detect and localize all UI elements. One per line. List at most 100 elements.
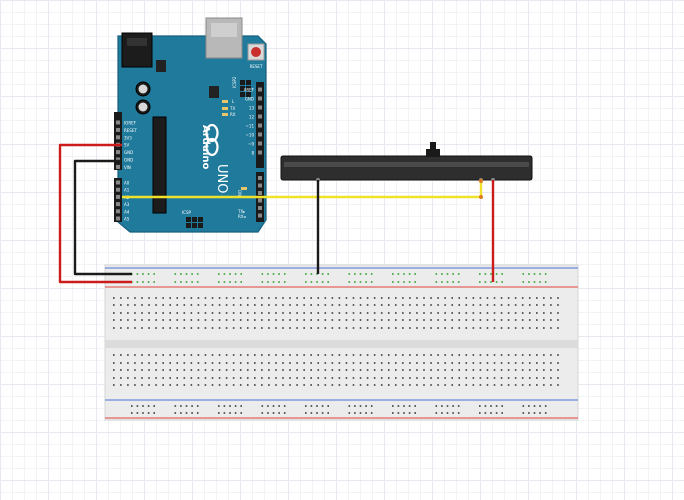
terminal-hole xyxy=(246,362,249,364)
terminal-hole xyxy=(557,297,559,299)
rail-hole xyxy=(191,281,193,283)
breadboard xyxy=(104,264,579,421)
terminal-hole xyxy=(113,304,115,306)
slider-knob[interactable] xyxy=(426,149,440,157)
terminal-hole xyxy=(352,369,355,371)
terminal-hole xyxy=(437,377,439,379)
rail-hole xyxy=(240,273,242,275)
terminal-hole xyxy=(380,304,383,306)
terminal-hole xyxy=(324,362,327,364)
rail-hole xyxy=(196,281,199,283)
rail-hole xyxy=(180,405,182,407)
digital-pin-label: 8 xyxy=(251,151,254,156)
digital-pin xyxy=(258,105,262,110)
terminal-hole xyxy=(557,327,559,329)
rail-hole xyxy=(240,405,242,407)
terminal-hole xyxy=(409,362,411,364)
terminal-hole xyxy=(472,354,475,356)
terminal-hole xyxy=(486,319,489,321)
terminal-hole xyxy=(268,297,270,299)
rail-hole xyxy=(191,412,193,414)
led-tx-label: TX xyxy=(229,106,235,111)
rail-hole xyxy=(544,405,547,407)
terminal-hole xyxy=(289,384,291,386)
terminal-hole xyxy=(310,362,312,364)
terminal-hole xyxy=(536,354,538,356)
terminal-hole xyxy=(514,377,517,379)
rail-hole xyxy=(272,412,275,414)
terminal-hole xyxy=(232,384,235,386)
terminal-hole xyxy=(550,327,552,329)
terminal-hole xyxy=(303,354,305,356)
rail-hole xyxy=(267,405,269,407)
rail-hole xyxy=(348,412,351,414)
terminal-hole xyxy=(169,354,171,356)
terminal-hole xyxy=(444,327,446,329)
rail-hole xyxy=(174,273,177,275)
wire-5v-to-rail[interactable] xyxy=(58,143,132,284)
terminal-hole xyxy=(225,319,228,321)
terminal-hole xyxy=(204,312,207,314)
analog-pin-label: A5 xyxy=(124,217,130,222)
rail-hole xyxy=(234,405,237,407)
digital-pin xyxy=(258,141,262,146)
rail-hole xyxy=(533,412,536,414)
slide-potentiometer[interactable] xyxy=(280,142,533,182)
terminal-hole xyxy=(239,369,242,371)
terminal-hole xyxy=(268,304,270,306)
board-model-label: UNO xyxy=(214,164,229,193)
terminal-hole xyxy=(120,297,122,299)
rail-hole xyxy=(131,405,133,407)
power-pin xyxy=(116,120,120,125)
terminal-hole xyxy=(225,369,228,371)
terminal-hole xyxy=(275,319,277,321)
wire-gnd-to-rail[interactable] xyxy=(73,159,132,276)
arduino-uno-board: RESET ICSP2 L TX RX Arduino UNO ON xyxy=(114,17,267,233)
terminal-hole xyxy=(162,369,164,371)
digital-pin xyxy=(258,114,262,119)
terminal-hole xyxy=(543,319,545,321)
terminal-hole xyxy=(380,377,383,379)
reset-button-cap[interactable] xyxy=(251,47,261,57)
terminal-hole xyxy=(246,369,249,371)
terminal-hole xyxy=(338,327,341,329)
rail-hole xyxy=(457,405,460,407)
terminal-hole xyxy=(331,304,334,306)
terminal-hole xyxy=(416,354,418,356)
power-pin-label: RESET xyxy=(124,128,137,133)
rail-hole xyxy=(490,281,492,283)
terminal-hole xyxy=(387,384,390,386)
terminal-hole xyxy=(169,312,171,314)
terminal-hole xyxy=(395,297,397,299)
terminal-hole xyxy=(282,297,284,299)
terminal-hole xyxy=(148,384,150,386)
terminal-hole xyxy=(232,327,235,329)
rail-hole xyxy=(136,281,139,283)
rail-hole xyxy=(185,273,188,275)
rail-hole xyxy=(174,281,177,283)
terminal-hole xyxy=(458,312,461,314)
terminal-hole xyxy=(465,304,468,306)
terminal-hole xyxy=(359,327,362,329)
terminal-hole xyxy=(521,384,524,386)
terminal-hole xyxy=(409,384,411,386)
terminal-hole xyxy=(324,354,327,356)
terminal-hole xyxy=(352,377,355,379)
rail-hole xyxy=(365,281,367,283)
terminal-hole xyxy=(465,319,468,321)
rail-hole xyxy=(495,273,498,275)
terminal-hole xyxy=(507,354,510,356)
terminal-hole xyxy=(387,354,390,356)
rail-hole xyxy=(218,273,220,275)
slider-knob-handle[interactable] xyxy=(430,142,436,151)
rail-hole xyxy=(539,273,541,275)
terminal-hole xyxy=(261,369,263,371)
terminal-hole xyxy=(296,384,298,386)
terminal-hole xyxy=(134,312,136,314)
terminal-hole xyxy=(416,312,418,314)
icsp-pin xyxy=(198,223,203,228)
terminal-hole xyxy=(331,369,334,371)
terminal-hole xyxy=(176,319,179,321)
terminal-hole xyxy=(211,384,214,386)
terminal-hole xyxy=(536,312,538,314)
